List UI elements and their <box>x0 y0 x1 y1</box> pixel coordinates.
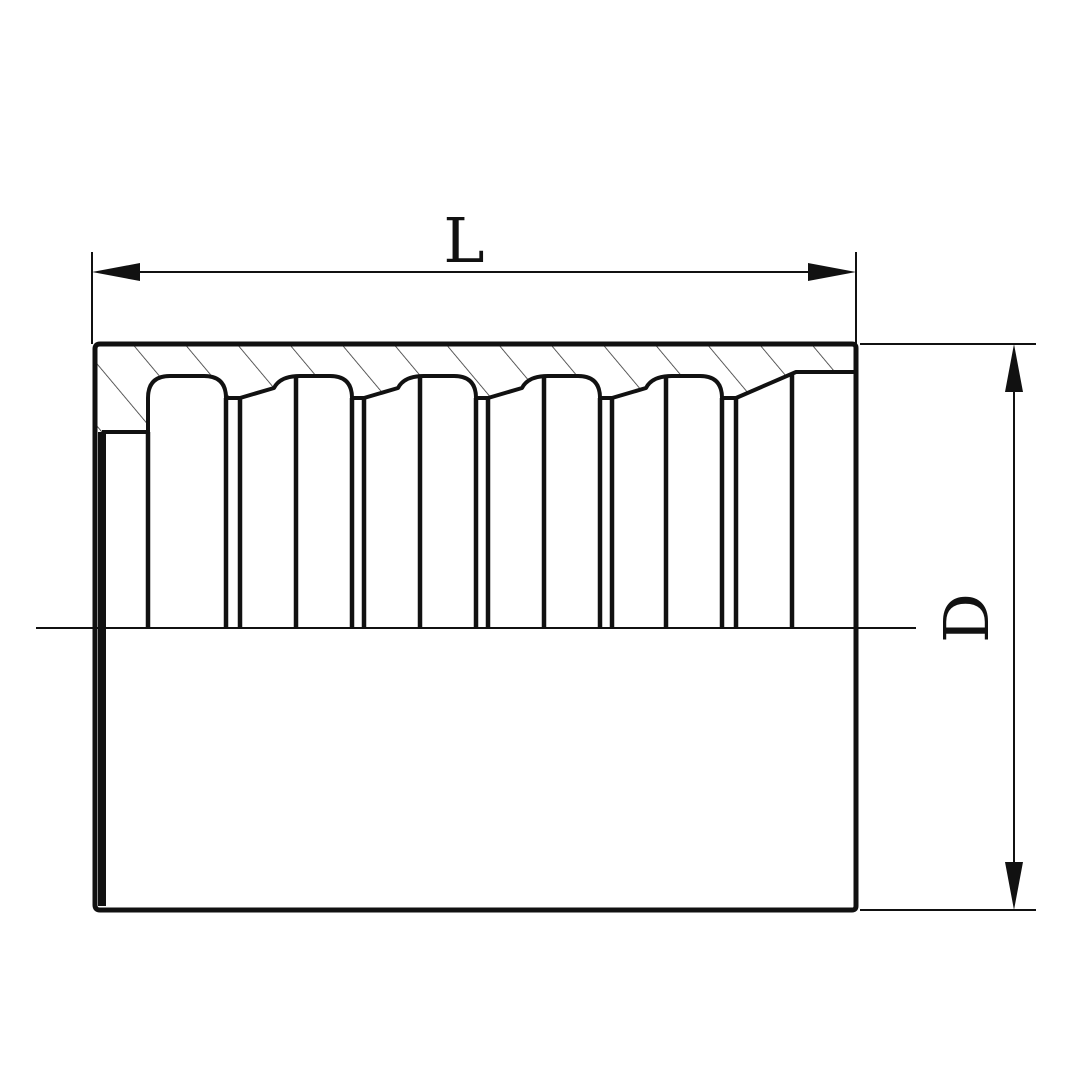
diameter-dimension <box>860 343 1036 911</box>
tooth-lines <box>145 375 795 628</box>
length-arrow-left <box>92 263 140 281</box>
inner-serration-profile <box>102 370 856 434</box>
diameter-label: D <box>930 593 1003 643</box>
length-dimension <box>91 252 857 344</box>
diameter-arrow-top <box>1005 344 1023 392</box>
diameter-arrow-bottom <box>1005 862 1023 910</box>
length-label: L <box>443 204 484 277</box>
length-arrow-right <box>808 263 856 281</box>
ferrule-body-outline <box>92 341 859 913</box>
